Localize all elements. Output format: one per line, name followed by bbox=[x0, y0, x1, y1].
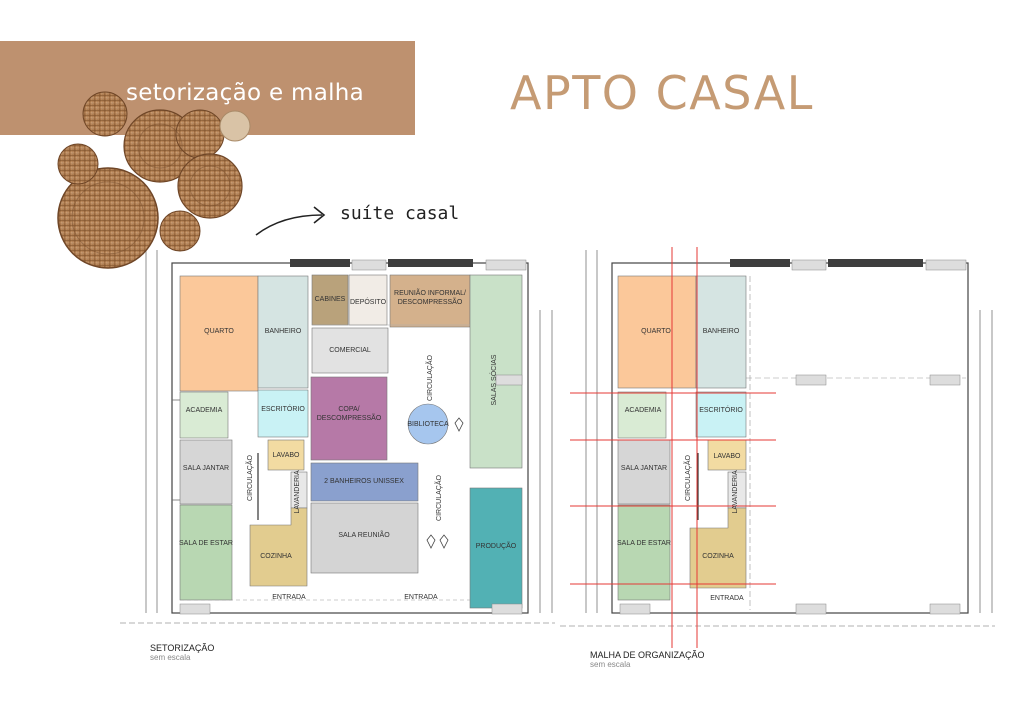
room-biblioteca bbox=[407, 403, 449, 445]
room-label: ESCRITÓRIO bbox=[261, 404, 305, 413]
room-banheiros-unissex bbox=[310, 462, 419, 502]
room-label: COPA/DESCOMPRESSÃO bbox=[317, 406, 382, 422]
room-cozinha bbox=[249, 507, 308, 587]
caption-setorizacao: SETORIZAÇÃO sem escala bbox=[150, 643, 214, 662]
room-academia bbox=[617, 391, 667, 439]
room-label: SALA DE ESTAR bbox=[179, 540, 233, 547]
room-cozinha bbox=[689, 507, 747, 589]
room-label: SALA DE ESTAR bbox=[617, 540, 671, 547]
room-salas-socias bbox=[469, 274, 523, 469]
plan-malha bbox=[560, 247, 995, 648]
room-sala-de-estar bbox=[179, 504, 233, 601]
woven-baskets-image bbox=[57, 91, 251, 269]
room-label: CIRCULAÇÃO bbox=[245, 455, 254, 501]
room-label: PRODUÇÃO bbox=[476, 541, 517, 550]
page-title: APTO CASAL bbox=[510, 66, 814, 120]
basket-shape bbox=[82, 91, 128, 137]
room-sala-jantar bbox=[179, 439, 233, 505]
room-banheiro bbox=[695, 275, 747, 389]
banner-title: setorização e malha bbox=[126, 80, 365, 106]
room-label: ENTRADA bbox=[710, 595, 744, 602]
room-label: BANHEIRO bbox=[265, 328, 302, 335]
arrow-right-icon bbox=[255, 206, 326, 236]
room-label: 2 BANHEIROS UNISSEX bbox=[324, 478, 404, 485]
room-label: CIRCULAÇÃO bbox=[683, 455, 692, 501]
room-comercial bbox=[311, 327, 389, 374]
room-escritorio bbox=[257, 389, 309, 438]
caption-malha: MALHA DE ORGANIZAÇÃO sem escala bbox=[590, 650, 705, 669]
room-label: CABINES bbox=[315, 296, 346, 303]
room-label: ACADEMIA bbox=[186, 407, 223, 414]
room-reuniao-informal bbox=[389, 274, 471, 328]
room-label: QUARTO bbox=[641, 328, 671, 335]
room-label: SALAS SÓCIAS bbox=[489, 354, 498, 405]
room-deposito bbox=[348, 274, 388, 326]
caption-title: SETORIZAÇÃO bbox=[150, 643, 215, 653]
room-sala-reuniao bbox=[310, 502, 419, 574]
room-producao bbox=[469, 487, 523, 609]
room-label: ENTRADA bbox=[404, 594, 438, 601]
room-label: QUARTO bbox=[204, 328, 234, 335]
room-label: LAVANDERIA bbox=[294, 470, 301, 514]
caption-scale: sem escala bbox=[150, 653, 191, 662]
basket-shape bbox=[175, 109, 225, 159]
caption-scale: sem escala bbox=[590, 660, 631, 669]
room-label: ACADEMIA bbox=[625, 407, 662, 414]
room-label: DEPÓSITO bbox=[350, 297, 387, 306]
room-sala-de-estar bbox=[617, 504, 671, 601]
room-label: CIRCULAÇÃO bbox=[425, 355, 434, 401]
organization-grid bbox=[570, 247, 776, 648]
room-label: CIRCULAÇÃO bbox=[434, 475, 443, 521]
room-escritorio bbox=[695, 391, 747, 438]
caption-title: MALHA DE ORGANIZAÇÃO bbox=[590, 650, 705, 660]
basket-shape bbox=[57, 143, 99, 185]
room-copa bbox=[310, 376, 388, 461]
room-label: LAVANDERIA bbox=[732, 470, 739, 514]
room-banheiro bbox=[257, 275, 309, 389]
room-lavabo bbox=[707, 439, 747, 471]
plan-setorizacao bbox=[120, 250, 555, 624]
room-label: BANHEIRO bbox=[703, 328, 740, 335]
basket-shape bbox=[57, 167, 159, 269]
room-label: LAVABO bbox=[714, 453, 742, 460]
basket-shape bbox=[177, 153, 243, 219]
room-label: BIBLIOTECA bbox=[407, 421, 449, 428]
room-label: ENTRADA bbox=[272, 594, 306, 601]
room-quarto bbox=[179, 275, 259, 392]
room-label: LAVABO bbox=[273, 452, 301, 459]
basket-shape bbox=[159, 210, 201, 252]
basket-shape bbox=[219, 110, 251, 142]
room-lavabo bbox=[267, 439, 305, 471]
room-sala-jantar bbox=[617, 439, 671, 505]
room-label: COMERCIAL bbox=[329, 347, 371, 354]
room-label: SALA REUNIÃO bbox=[338, 530, 390, 539]
room-academia bbox=[179, 391, 229, 439]
room-label: ESCRITÓRIO bbox=[699, 405, 743, 414]
chair-icon bbox=[426, 417, 464, 549]
room-label: SALA JANTAR bbox=[183, 465, 229, 472]
room-label: COZINHA bbox=[702, 553, 734, 560]
room-quarto bbox=[617, 275, 697, 389]
suite-annotation: suíte casal bbox=[340, 203, 460, 224]
room-label: COZINHA bbox=[260, 553, 292, 560]
room-label: SALA JANTAR bbox=[621, 465, 667, 472]
room-label: REUNIÃO INFORMAL/DESCOMPRESSÃO bbox=[394, 288, 466, 306]
